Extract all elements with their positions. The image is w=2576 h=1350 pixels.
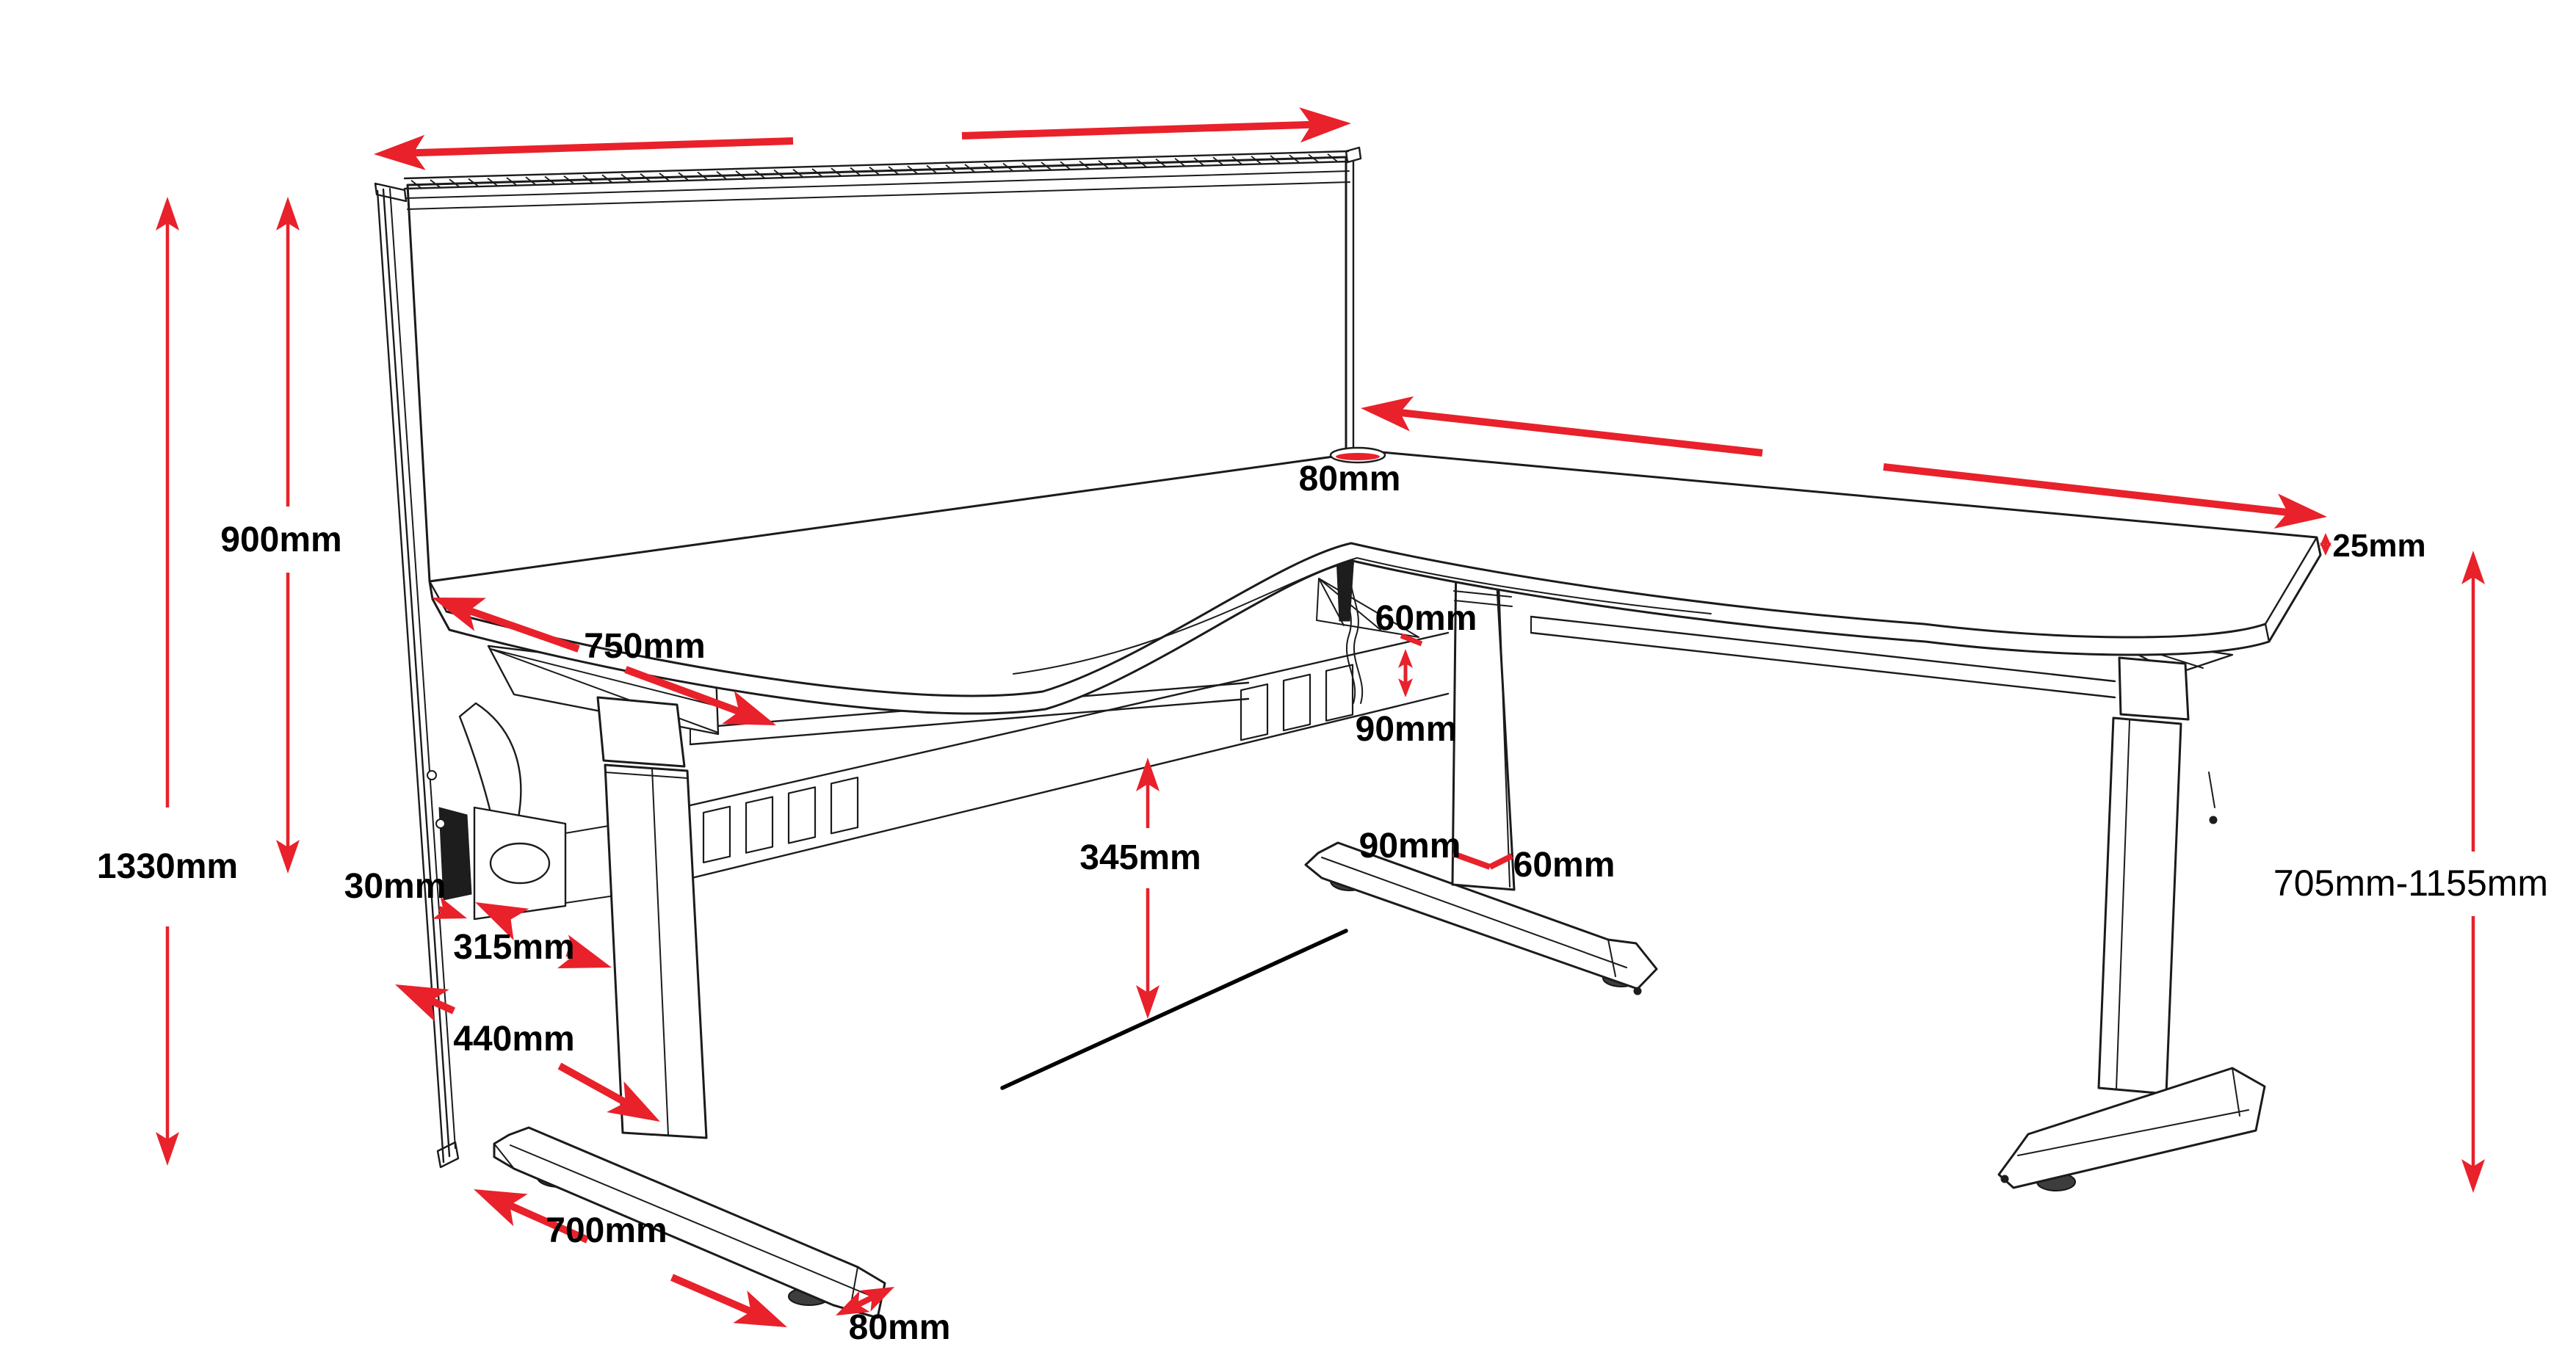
dimension-arrow (474, 1189, 590, 1244)
dimension-arrow (276, 573, 300, 874)
screen-top-rail-hatch (410, 153, 1338, 189)
dimension-arrow (1488, 853, 1513, 870)
dim-label-screen-gap: 30mm (344, 867, 446, 906)
dim-label-desktop-depth: 750mm (584, 627, 705, 666)
dimension-arrow (1398, 649, 1413, 697)
dim-label-grommet: 80mm (1299, 460, 1401, 498)
screen-bracket (427, 702, 567, 921)
dimension-arrow (2461, 916, 2485, 1193)
dimension-arrows (156, 107, 2485, 1327)
dim-label-desktop-thickness: 25mm (2332, 528, 2425, 564)
dimension-arrow (670, 1274, 787, 1327)
height-controller-cable (2208, 772, 2215, 808)
dimension-arrow (276, 197, 300, 507)
dimension-arrow (1452, 851, 1491, 870)
dim-label-beam-depth: 90mm (1356, 710, 1458, 749)
dim-label-frame-gap: 60mm (1375, 599, 1477, 638)
dimension-arrow (1883, 463, 2327, 529)
middle-leg (1304, 554, 1658, 995)
dimension-arrow (624, 666, 776, 725)
dim-label-height-range: 705mm-1155mm (2273, 863, 2548, 904)
desktop-edge-profile (1013, 557, 1712, 675)
dimension-arrow (557, 1062, 660, 1122)
dim-label-leg-clearance: 440mm (453, 1020, 574, 1059)
dimension-arrow (1400, 633, 1423, 647)
dimension-arrow (156, 926, 179, 1166)
left-foot (493, 1126, 886, 1319)
dimension-arrow (374, 134, 794, 170)
dimension-arrow (557, 935, 612, 968)
dimension-arrow (836, 1287, 894, 1315)
dim-label-screen-height: 900mm (220, 520, 341, 559)
dimension-arrow (156, 197, 179, 808)
grommet-dimension-marker (1336, 453, 1380, 460)
dimension-arrow (1361, 396, 1763, 457)
dimension-arrow (475, 902, 529, 941)
right-leg (1997, 634, 2266, 1191)
dim-label-foot-length: 700mm (546, 1211, 667, 1250)
dimension-arrow (432, 598, 580, 653)
dim-label-underframe-clearance: 345mm (1079, 838, 1201, 877)
dimension-arrow (1136, 888, 1159, 1019)
wing-rail (1530, 615, 2116, 699)
dimension-arrow (2320, 533, 2331, 556)
dim-label-leg-setback: 315mm (453, 928, 574, 967)
dimension-arrow (961, 107, 1351, 143)
dim-label-overall-height: 1330mm (97, 847, 238, 886)
floor-reference-line (1000, 929, 1348, 1090)
dimension-arrow (395, 984, 456, 1022)
dimension-arrow (1136, 758, 1159, 828)
dimension-labels: 900mm 1330mm 750mm 80mm 60mm 90mm 90mm 6… (97, 460, 2548, 1347)
dim-label-foot-width: 80mm (849, 1308, 951, 1347)
dim-label-column-width: 60mm (1513, 846, 1616, 885)
dim-label-column-depth: 90mm (1359, 827, 1461, 865)
middle-foot (1304, 841, 1658, 995)
right-foot (1997, 1067, 2266, 1191)
dimension-arrow (433, 896, 467, 919)
dimension-arrow (2461, 551, 2485, 852)
